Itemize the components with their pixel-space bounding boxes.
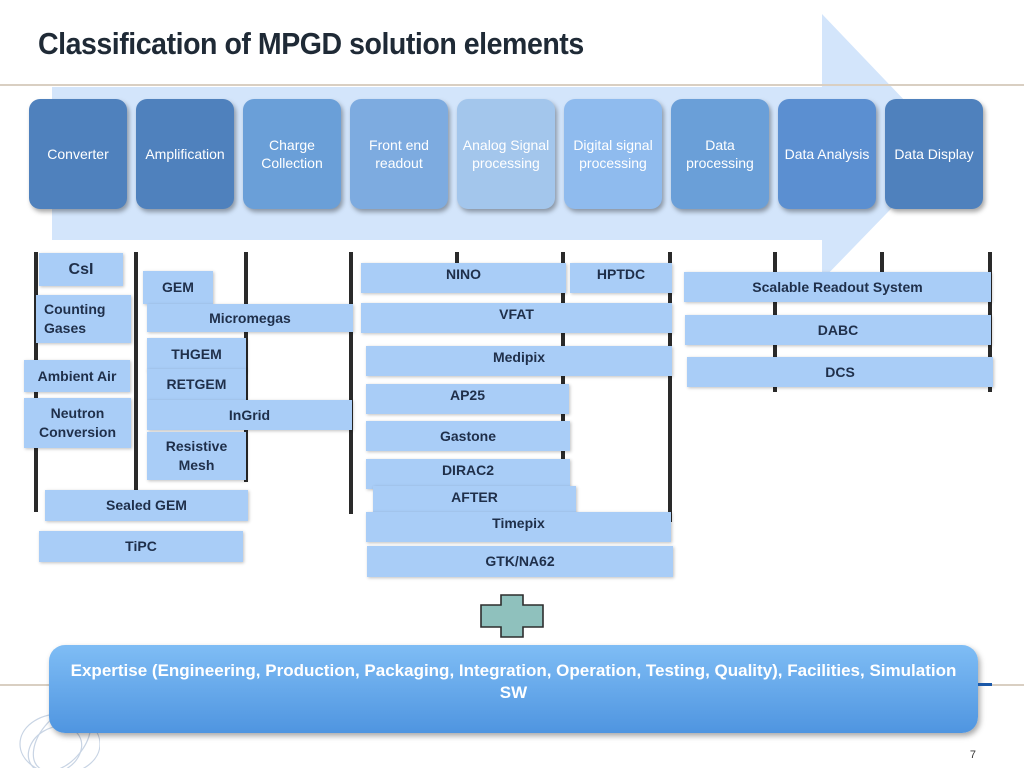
element-dcs: DCS (687, 357, 993, 387)
element-timepix: Timepix (366, 512, 671, 542)
column-divider (455, 252, 459, 270)
stage-front-end-readout: Front end readout (350, 99, 448, 209)
element-neutron-conversion: Neutron Conversion (24, 398, 131, 448)
page-number: 7 (969, 749, 976, 761)
element-micromegas: Micromegas (147, 304, 353, 332)
element-vfat: VFAT (361, 303, 672, 333)
element-resistive-mesh: Resistive Mesh (147, 432, 246, 480)
element-dabc: DABC (685, 315, 991, 345)
stage-charge-collection: Charge Collection (243, 99, 341, 209)
stage-data-display: Data Display (885, 99, 983, 209)
stage-digital-signal-processing: Digital signal processing (564, 99, 662, 209)
element-after: AFTER (373, 486, 576, 514)
stage-analog-signal-processing: Analog Signal processing (457, 99, 555, 209)
column-divider (880, 252, 884, 272)
stage-data-processing: Data processing (671, 99, 769, 209)
stage-data-analysis: Data Analysis (778, 99, 876, 209)
stage-amplification: Amplification (136, 99, 234, 209)
element-gastone: Gastone (366, 421, 570, 451)
element-hptdc: HPTDC (570, 263, 672, 293)
column-divider (134, 252, 138, 512)
column-divider (349, 252, 353, 514)
column-divider (668, 252, 672, 522)
element-scalable-readout-system: Scalable Readout System (684, 272, 991, 302)
stage-converter: Converter (29, 99, 127, 209)
column-divider (244, 252, 248, 482)
element-dirac2: DIRAC2 (366, 459, 570, 489)
element-ambient-air: Ambient Air (24, 360, 130, 392)
expertise-banner: Expertise (Engineering, Production, Pack… (49, 645, 978, 733)
element-thgem: THGEM (147, 338, 246, 371)
element-tipc: TiPC (39, 531, 243, 562)
element-ap25: AP25 (366, 384, 569, 414)
column-divider (561, 252, 565, 507)
accent-dash (978, 683, 992, 686)
header-divider (0, 84, 1024, 86)
element-gem: GEM (143, 271, 213, 304)
element-retgem: RETGEM (147, 369, 246, 400)
element-counting-gases: Counting Gases (36, 295, 131, 343)
element-nino: NINO (361, 263, 566, 293)
element-medipix: Medipix (366, 346, 672, 376)
element-ingrid: InGrid (147, 400, 352, 430)
slide-title: Classification of MPGD solution elements (38, 26, 584, 61)
plus-icon (480, 594, 544, 638)
element-csi: CsI (39, 253, 123, 286)
element-sealed-gem: Sealed GEM (45, 490, 248, 521)
element-gtk-na62: GTK/NA62 (367, 546, 673, 577)
